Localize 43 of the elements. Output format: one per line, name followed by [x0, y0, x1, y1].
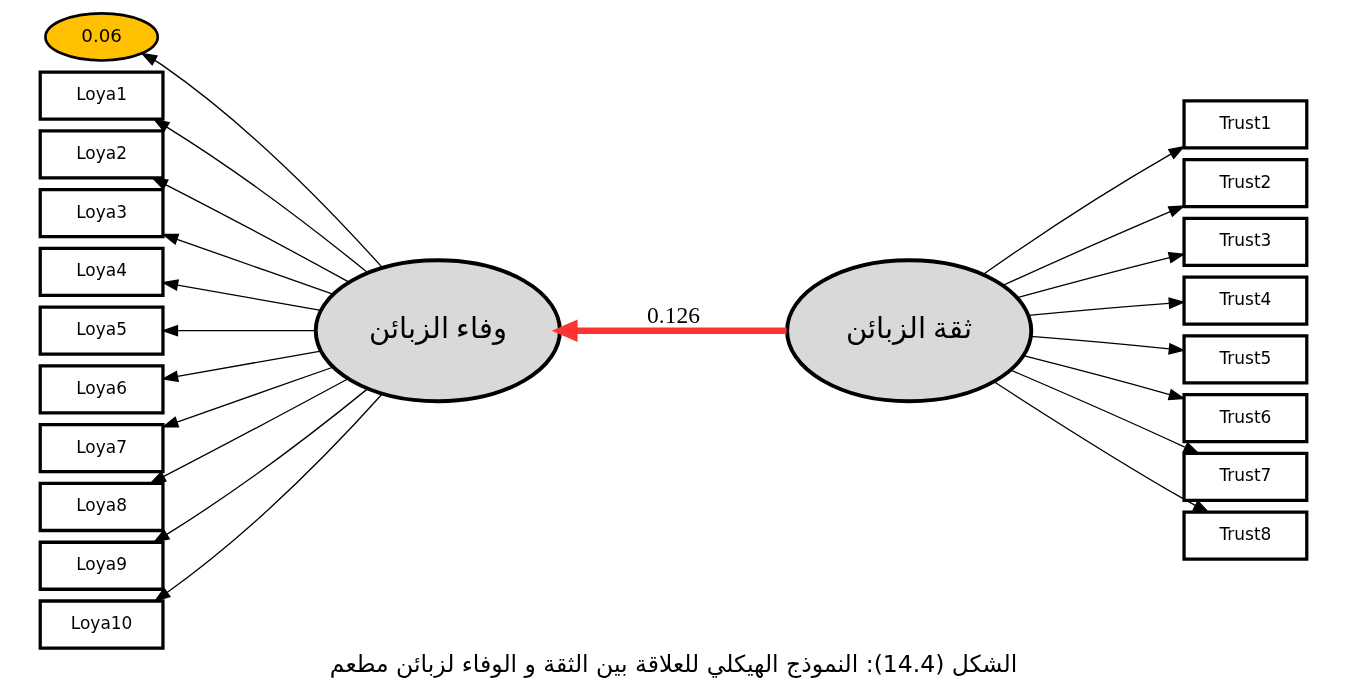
node-box: Trust4: [1181, 275, 1308, 326]
node-box: Loya5: [38, 305, 165, 356]
arrow: [152, 387, 368, 544]
node-box: Loya6: [38, 364, 165, 415]
arrow: [1022, 355, 1186, 401]
arrow: [992, 381, 1210, 514]
arrow: [1009, 369, 1200, 455]
node-box: Trust1: [1181, 99, 1308, 150]
arrow: [160, 233, 333, 295]
node-box: Trust2: [1181, 158, 1308, 209]
caption: الشكل (14.4): النموذج الهيكلي للعلاقة بين الثقة و الوفاء لزبائن مطعم: [329, 650, 1017, 679]
node-box: Trust3: [1181, 216, 1308, 268]
node-box: Loya2: [38, 129, 165, 180]
arrow: [150, 177, 350, 283]
arrow: [148, 378, 349, 485]
arrow: [153, 393, 383, 602]
arrow: [1029, 335, 1186, 355]
arrow: [1002, 205, 1186, 286]
node-box: Loya4: [38, 246, 165, 298]
node-box: Trust5: [1181, 334, 1308, 385]
arrow: [160, 324, 316, 337]
node-box: Loya9: [38, 540, 165, 591]
node-ellipse: وفاء الزبائن: [313, 258, 562, 404]
node-box: Trust7: [1181, 451, 1308, 503]
arrow: [981, 145, 1185, 276]
arrow: [160, 366, 333, 428]
node-box: Loya1: [38, 70, 165, 121]
node-box: Loya10: [38, 599, 165, 650]
node-box: Loya3: [38, 188, 165, 239]
arrow: [551, 319, 787, 342]
node-ellipse: ثقة الزبائن: [784, 258, 1033, 404]
edge-label: 0.126: [646, 302, 700, 329]
node-box: Trust6: [1181, 393, 1308, 444]
arrow: [160, 350, 321, 383]
node-box: Loya7: [38, 423, 165, 474]
arrow: [160, 279, 321, 311]
arrow: [139, 52, 383, 269]
node-ellipse: 0.06: [43, 12, 159, 62]
node-box: Loya8: [38, 481, 165, 533]
arrow: [152, 118, 368, 274]
arrow: [1027, 297, 1186, 317]
arrow: [1016, 251, 1186, 299]
node-box: Trust8: [1181, 510, 1308, 561]
